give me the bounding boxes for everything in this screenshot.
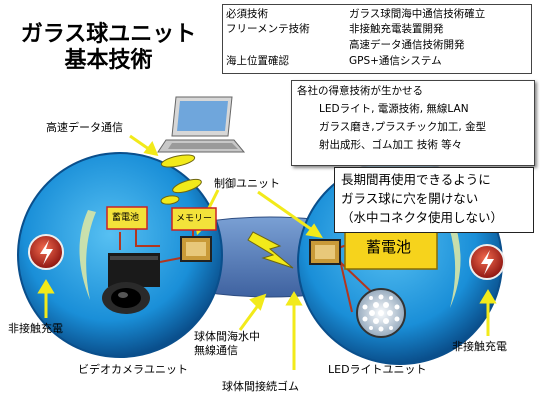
req-row3-value: 高速データ通信技術開発 bbox=[349, 39, 465, 51]
label-inter-sphere-rubber: 球体間接続ゴム bbox=[222, 380, 299, 393]
reuse-note-line2: ガラス球に穴を開けない bbox=[341, 191, 479, 206]
led-array-icon bbox=[356, 288, 406, 338]
label-inter-sphere-line1: 球体間海水中 bbox=[194, 330, 260, 343]
charger-icon-right bbox=[469, 244, 505, 280]
label-battery-large: 蓄電池 bbox=[366, 238, 412, 256]
camera-icon bbox=[102, 253, 160, 314]
label-led-light-unit: LEDライトユニット bbox=[328, 363, 427, 376]
lightning-icon bbox=[247, 231, 294, 269]
reuse-note-line3: （水中コネクタ使用しない） bbox=[341, 210, 504, 225]
laptop-icon bbox=[157, 96, 246, 153]
page-title: ガラス球ユニット 基本技術 bbox=[6, 22, 211, 74]
left-sphere-highlight bbox=[79, 210, 96, 300]
battery-small-box bbox=[106, 206, 148, 230]
antenna-blobs bbox=[160, 154, 202, 205]
label-video-camera-unit: ビデオカメラユニット bbox=[78, 363, 188, 376]
req-row2-label: フリーメンテ技術 bbox=[226, 23, 310, 35]
req-row1-value: ガラス球間海中通信技術確立 bbox=[349, 8, 486, 20]
req-row4-value: GPS+通信システム bbox=[349, 55, 442, 67]
label-high-speed-data: 高速データ通信 bbox=[46, 121, 123, 134]
battery-large-box bbox=[344, 226, 438, 270]
memory-box bbox=[171, 207, 217, 231]
req-row2-value: 非接触充電装置開発 bbox=[349, 23, 444, 35]
requirements-box: 必須技術 ガラス球間海中通信技術確立 フリーメンテ技術 非接触充電装置開発 高速… bbox=[222, 4, 532, 74]
chip-icon-right bbox=[309, 239, 341, 265]
strengths-line1: 各社の得意技術が生かせる bbox=[297, 85, 423, 97]
label-wireless-charging-left: 非接触充電 bbox=[8, 322, 63, 335]
strengths-box: 各社の得意技術が生かせる LEDライト, 電源技術, 無線LAN ガラス磨き,プ… bbox=[291, 80, 535, 166]
reuse-note-line1: 長期間再使用できるように bbox=[341, 172, 491, 187]
label-battery-small: 蓄電池 bbox=[112, 213, 140, 223]
strengths-line2: LEDライト, 電源技術, 無線LAN bbox=[319, 103, 469, 115]
right-sphere-highlight bbox=[446, 215, 461, 308]
title-line2: 基本技術 bbox=[64, 48, 153, 73]
title-line1: ガラス球ユニット bbox=[20, 22, 197, 47]
strengths-line3: ガラス磨き,プラスチック加工, 金型 bbox=[319, 121, 487, 133]
label-memory: メモリー bbox=[176, 214, 213, 224]
req-row4-label: 海上位置確認 bbox=[226, 55, 289, 67]
strengths-line4: 射出成形、ゴム加工 技術 等々 bbox=[319, 139, 463, 151]
reuse-note-box: 長期間再使用できるように ガラス球に穴を開けない （水中コネクタ使用しない） bbox=[334, 167, 534, 233]
label-wireless-charging-right: 非接触充電 bbox=[452, 340, 507, 353]
charger-icon bbox=[28, 234, 64, 270]
chip-icon bbox=[180, 236, 212, 262]
req-row1-label: 必須技術 bbox=[226, 8, 268, 20]
label-inter-sphere-line2: 無線通信 bbox=[194, 344, 238, 357]
label-control-unit: 制御ユニット bbox=[214, 177, 280, 190]
